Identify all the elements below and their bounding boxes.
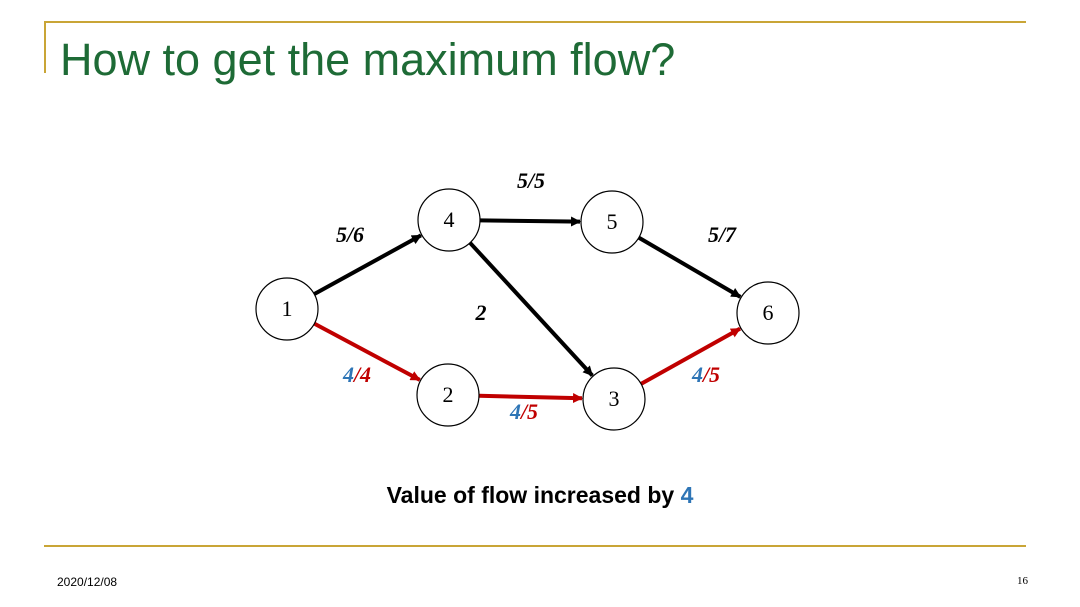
caption-value: 4 (680, 482, 694, 508)
title-accent-rule (44, 21, 46, 73)
edge-label-5-6: 5/7 (708, 222, 737, 247)
node-label-4: 4 (444, 207, 455, 232)
edge-1-2 (313, 321, 421, 382)
node-label-3: 3 (609, 386, 620, 411)
edge-label-1-2: 4/4 (342, 362, 371, 387)
edge-5-6 (637, 235, 742, 299)
node-label-5: 5 (607, 209, 618, 234)
edge-2-3 (478, 393, 584, 404)
node-circle-5 (580, 190, 644, 254)
node-label-1: 1 (282, 296, 293, 321)
edge-label-4-3: 2 (475, 300, 487, 325)
node-1: 1 (255, 277, 319, 341)
node-4: 4 (417, 188, 481, 252)
node-3: 3 (582, 367, 646, 431)
footer-date: 2020/12/08 (57, 575, 118, 589)
bottom-rule (44, 545, 1026, 547)
caption-text: Value of flow increased by (386, 482, 681, 508)
node-circle-6 (736, 281, 800, 345)
nodes-layer: 1 2 3 4 5 6 (255, 188, 800, 431)
edge-label-1-4: 5/6 (336, 222, 364, 247)
node-label-6: 6 (763, 300, 774, 325)
node-circle-3 (582, 367, 646, 431)
edge-4-3 (468, 241, 594, 377)
slide-title: How to get the maximum flow? (60, 34, 676, 85)
node-circle-1 (255, 277, 319, 341)
edge-label-2-3: 4/5 (509, 399, 538, 424)
edge-labels-layer: 5/6 5/5 5/7 2 4/4 4/5 4/5 (336, 168, 737, 424)
node-circle-2 (416, 363, 480, 427)
edge-1-4 (313, 233, 422, 296)
node-5: 5 (580, 190, 644, 254)
edge-4-5 (479, 216, 582, 227)
node-label-2: 2 (443, 382, 454, 407)
edge-3-6 (640, 326, 742, 386)
top-rule (44, 21, 1026, 23)
flow-increase-caption: Value of flow increased by 4 (0, 482, 1080, 509)
node-6: 6 (736, 281, 800, 345)
page-number: 16 (1017, 575, 1028, 587)
node-circle-4 (417, 188, 481, 252)
edge-label-3-6: 4/5 (691, 362, 720, 387)
edge-label-4-5: 5/5 (517, 168, 545, 193)
node-2: 2 (416, 363, 480, 427)
edges-layer (313, 216, 742, 404)
